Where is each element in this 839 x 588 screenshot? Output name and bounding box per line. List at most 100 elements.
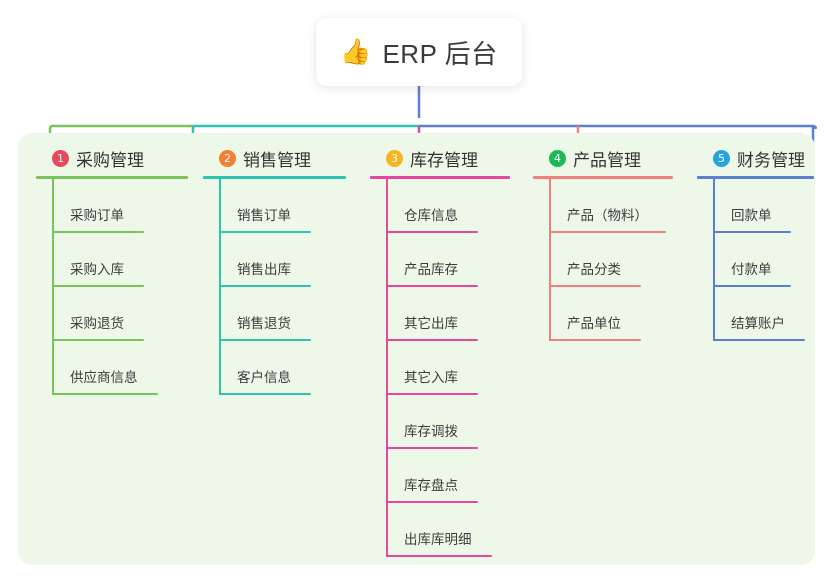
branch-item-rule xyxy=(713,285,791,287)
branch-item-label: 其它入库 xyxy=(404,370,458,385)
branch-column: 4 产品管理产品（物料） 产品分类产品单位 xyxy=(533,145,673,341)
branch-item-label: 供应商信息 xyxy=(70,370,138,385)
branch-item-rule xyxy=(386,555,492,557)
branch-item-rule xyxy=(219,285,311,287)
branch-item[interactable]: 库存盘点 xyxy=(386,449,510,503)
branch-item[interactable]: 销售退货 xyxy=(219,287,346,341)
branch-item-label: 客户信息 xyxy=(237,370,291,385)
branch-items: 产品（物料） 产品分类产品单位 xyxy=(533,179,673,341)
branch-header[interactable]: 5 财务管理 xyxy=(697,145,814,171)
branch-item[interactable]: 其它入库 xyxy=(386,341,510,395)
branch-spine xyxy=(219,179,221,395)
branch-items: 回款单付款单结算账户 xyxy=(697,179,814,341)
branch-item[interactable]: 库存调拨 xyxy=(386,395,510,449)
thumbs-up-icon: 👍 xyxy=(340,37,372,66)
branch-underline xyxy=(697,176,814,179)
branch-item[interactable]: 回款单 xyxy=(713,179,814,233)
branch-item-label: 销售退货 xyxy=(237,316,291,331)
branch-item-label: 采购订单 xyxy=(70,208,124,223)
branch-item[interactable]: 采购订单 xyxy=(52,179,188,233)
branch-item-label: 仓库信息 xyxy=(404,208,458,223)
branch-item-label: 产品库存 xyxy=(404,262,458,277)
branch-item[interactable]: 采购退货 xyxy=(52,287,188,341)
branch-spine xyxy=(549,179,551,341)
branch-item-label: 出库库明细 xyxy=(404,532,472,547)
branch-item[interactable]: 其它出库 xyxy=(386,287,510,341)
branch-item-label: 采购入库 xyxy=(70,262,124,277)
branch-column: 1 采购管理采购订单采购入库采购退货供应商信息 xyxy=(36,145,188,395)
branch-item[interactable]: 产品（物料） xyxy=(549,179,673,233)
branch-items: 仓库信息产品库存其它出库其它入库库存调拨库存盘点出库库明细 xyxy=(370,179,510,557)
branch-items: 采购订单采购入库采购退货供应商信息 xyxy=(36,179,188,395)
branch-header[interactable]: 3 库存管理 xyxy=(370,145,510,171)
branch-item[interactable]: 结算账户 xyxy=(713,287,814,341)
branch-item[interactable]: 销售出库 xyxy=(219,233,346,287)
branch-spine xyxy=(386,179,388,557)
branch-item-rule xyxy=(52,339,144,341)
branch-item[interactable]: 销售订单 xyxy=(219,179,346,233)
branch-header[interactable]: 4 产品管理 xyxy=(533,145,673,171)
branch-item[interactable]: 供应商信息 xyxy=(52,341,188,395)
branch-item-label: 销售出库 xyxy=(237,262,291,277)
branch-item-rule xyxy=(219,393,311,395)
branch-item[interactable]: 付款单 xyxy=(713,233,814,287)
branch-title: 采购管理 xyxy=(76,150,144,170)
branch-header[interactable]: 2 销售管理 xyxy=(203,145,346,171)
branch-item-rule xyxy=(386,447,478,449)
branch-underline xyxy=(370,176,510,179)
branch-spine xyxy=(713,179,715,341)
branch-number-badge: 4 xyxy=(549,149,566,167)
branch-item[interactable]: 采购入库 xyxy=(52,233,188,287)
branch-item-rule xyxy=(52,285,144,287)
branch-item-label: 产品分类 xyxy=(567,262,621,277)
branch-number-badge: 1 xyxy=(52,149,69,167)
branch-item-rule xyxy=(52,393,158,395)
branch-column: 3 库存管理仓库信息产品库存其它出库其它入库库存调拨库存盘点出库库明细 xyxy=(370,145,510,557)
branch-title: 库存管理 xyxy=(410,150,478,170)
branch-item[interactable]: 产品分类 xyxy=(549,233,673,287)
branch-item-rule xyxy=(52,231,144,233)
branch-item-label: 销售订单 xyxy=(237,208,291,223)
branch-item-rule xyxy=(549,231,666,233)
branch-item-label: 产品单位 xyxy=(567,316,621,331)
branch-item[interactable]: 出库库明细 xyxy=(386,503,510,557)
branch-item-rule xyxy=(549,339,641,341)
branch-item-label: 采购退货 xyxy=(70,316,124,331)
branch-item-label: 付款单 xyxy=(731,262,772,277)
branch-item[interactable]: 产品库存 xyxy=(386,233,510,287)
branch-column: 2 销售管理销售订单销售出库销售退货客户信息 xyxy=(203,145,346,395)
root-title: ERP 后台 xyxy=(382,38,498,69)
branch-item-rule xyxy=(386,339,478,341)
diagram-panel xyxy=(18,133,815,565)
branch-item-rule xyxy=(713,231,791,233)
branch-column: 5 财务管理回款单付款单结算账户 xyxy=(697,145,814,341)
branch-item-rule xyxy=(219,231,311,233)
branch-title: 产品管理 xyxy=(573,150,641,170)
branch-item-label: 结算账户 xyxy=(731,316,785,331)
branch-item[interactable]: 客户信息 xyxy=(219,341,346,395)
branch-item-label: 库存盘点 xyxy=(404,478,458,493)
branch-item-label: 库存调拨 xyxy=(404,424,458,439)
branch-item[interactable]: 产品单位 xyxy=(549,287,673,341)
branch-item[interactable]: 仓库信息 xyxy=(386,179,510,233)
branch-title: 销售管理 xyxy=(243,150,311,170)
branch-number-badge: 3 xyxy=(386,149,403,167)
branch-item-rule xyxy=(386,501,478,503)
branch-underline xyxy=(36,176,188,179)
branch-underline xyxy=(203,176,346,179)
branch-number-badge: 2 xyxy=(219,149,236,167)
branch-number-badge: 5 xyxy=(713,149,730,167)
branch-item-label: 产品（物料） xyxy=(567,208,648,223)
branch-underline xyxy=(533,176,673,179)
branch-title: 财务管理 xyxy=(737,150,805,170)
branch-item-label: 其它出库 xyxy=(404,316,458,331)
root-node[interactable]: 👍 ERP 后台 xyxy=(316,18,522,86)
branch-item-rule xyxy=(549,285,641,287)
branch-item-rule xyxy=(713,339,805,341)
branch-items: 销售订单销售出库销售退货客户信息 xyxy=(203,179,346,395)
branch-header[interactable]: 1 采购管理 xyxy=(36,145,188,171)
branch-item-label: 回款单 xyxy=(731,208,772,223)
branch-item-rule xyxy=(386,393,478,395)
branch-item-rule xyxy=(386,285,478,287)
